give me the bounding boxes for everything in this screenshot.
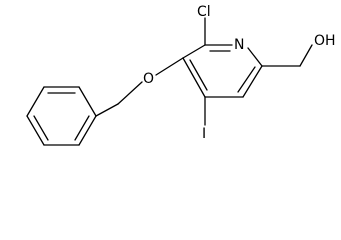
bond-ch2-oh — [299, 44, 313, 67]
atom-hydroxyl: OH — [314, 33, 336, 49]
bond — [78, 115, 97, 146]
bond — [247, 47, 263, 67]
bond — [242, 65, 263, 98]
structure-diagram: Cl N O OH I — [26, 4, 336, 146]
bond — [78, 86, 97, 117]
atom-iodine: I — [202, 126, 206, 142]
bond-o-pyridine — [155, 57, 184, 76]
bond-ch2-o — [117, 81, 143, 105]
bond — [26, 115, 45, 146]
double-bond-inner — [189, 59, 208, 91]
atom-chlorine: Cl — [197, 4, 211, 20]
benzene-ring — [26, 86, 97, 146]
bond — [26, 86, 45, 117]
bond — [182, 44, 206, 59]
double-bond-inner — [237, 66, 256, 93]
pyridine-ring — [182, 44, 263, 98]
bond-ring-ch2 — [95, 103, 119, 117]
atom-oxygen-ether: O — [143, 71, 154, 87]
double-bond-inner — [74, 115, 90, 141]
double-bond-inner — [33, 115, 49, 141]
atom-nitrogen: N — [234, 37, 244, 53]
bond — [182, 57, 206, 98]
